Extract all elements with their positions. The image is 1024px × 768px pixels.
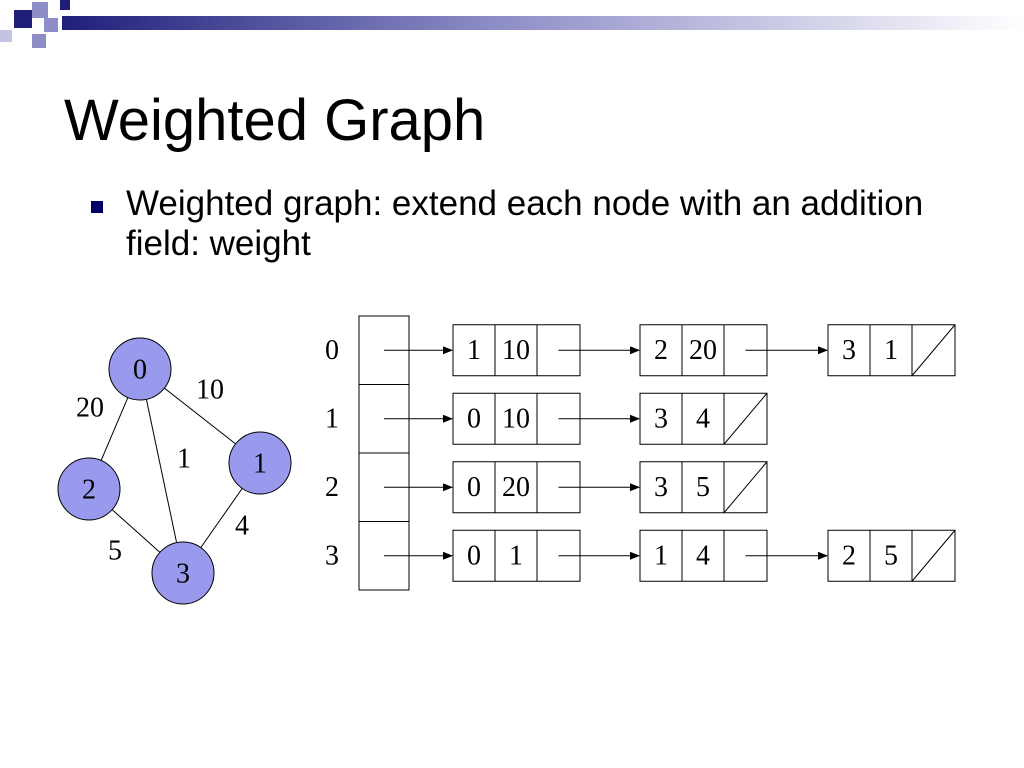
array-index-label: 1 — [325, 403, 339, 434]
list-node-weight: 1 — [509, 540, 523, 571]
array-index-label: 0 — [325, 335, 339, 366]
list-node-vertex: 0 — [467, 403, 481, 434]
array-index-label: 2 — [325, 472, 339, 503]
list-node-weight: 10 — [502, 335, 530, 366]
graph-node-3 — [151, 541, 215, 605]
list-node-weight: 20 — [689, 335, 717, 366]
graph-node-2 — [57, 457, 121, 521]
list-node-vertex: 2 — [842, 540, 856, 571]
list-node-vertex: 1 — [654, 540, 668, 571]
corner-square-light — [32, 34, 46, 48]
graph-node-label: 3 — [176, 559, 190, 590]
list-node-weight: 10 — [502, 403, 530, 434]
edge-weight-label: 4 — [235, 511, 249, 542]
graph-node-label: 0 — [133, 355, 147, 386]
list-node-vertex: 1 — [467, 335, 481, 366]
null-pointer-slash — [723, 461, 768, 514]
list-node-weight: 20 — [502, 472, 530, 503]
null-pointer-slash — [911, 324, 956, 377]
graph-node-label: 2 — [82, 475, 96, 506]
corner-square-dark — [60, 0, 70, 10]
edge-weight-label: 5 — [108, 536, 122, 567]
corner-square-light — [44, 18, 58, 32]
null-pointer-slash — [723, 392, 768, 445]
corner-square-dark — [14, 10, 32, 28]
list-node-vertex: 3 — [654, 472, 668, 503]
corner-square-light — [0, 30, 12, 42]
edge-weight-label: 1 — [177, 444, 191, 475]
edge-weight-label: 20 — [76, 393, 104, 424]
edge-0-3 — [139, 368, 184, 574]
header-gradient-bar — [62, 16, 1024, 30]
graph-node-label: 1 — [253, 449, 267, 480]
list-node-vertex: 0 — [467, 472, 481, 503]
list-node-weight: 4 — [696, 403, 710, 434]
list-node-weight: 1 — [884, 335, 898, 366]
bullet-marker — [91, 201, 103, 213]
list-node-box — [827, 529, 956, 582]
list-node-vertex: 3 — [654, 403, 668, 434]
list-node-vertex: 0 — [467, 540, 481, 571]
bullet-text: Weighted graph: extend each node with an… — [126, 184, 924, 263]
array-index-label: 3 — [325, 540, 339, 571]
graph-node-1 — [228, 431, 292, 495]
edge-weight-label: 10 — [196, 375, 224, 406]
list-node-weight: 4 — [696, 540, 710, 571]
list-node-weight: 5 — [696, 472, 710, 503]
corner-square-light — [32, 2, 48, 18]
list-node-vertex: 3 — [842, 335, 856, 366]
null-pointer-slash — [911, 529, 956, 582]
graph-node-0 — [108, 337, 172, 401]
list-node-vertex: 2 — [654, 335, 668, 366]
list-node-weight: 5 — [884, 540, 898, 571]
page-title: Weighted Graph — [64, 88, 486, 153]
